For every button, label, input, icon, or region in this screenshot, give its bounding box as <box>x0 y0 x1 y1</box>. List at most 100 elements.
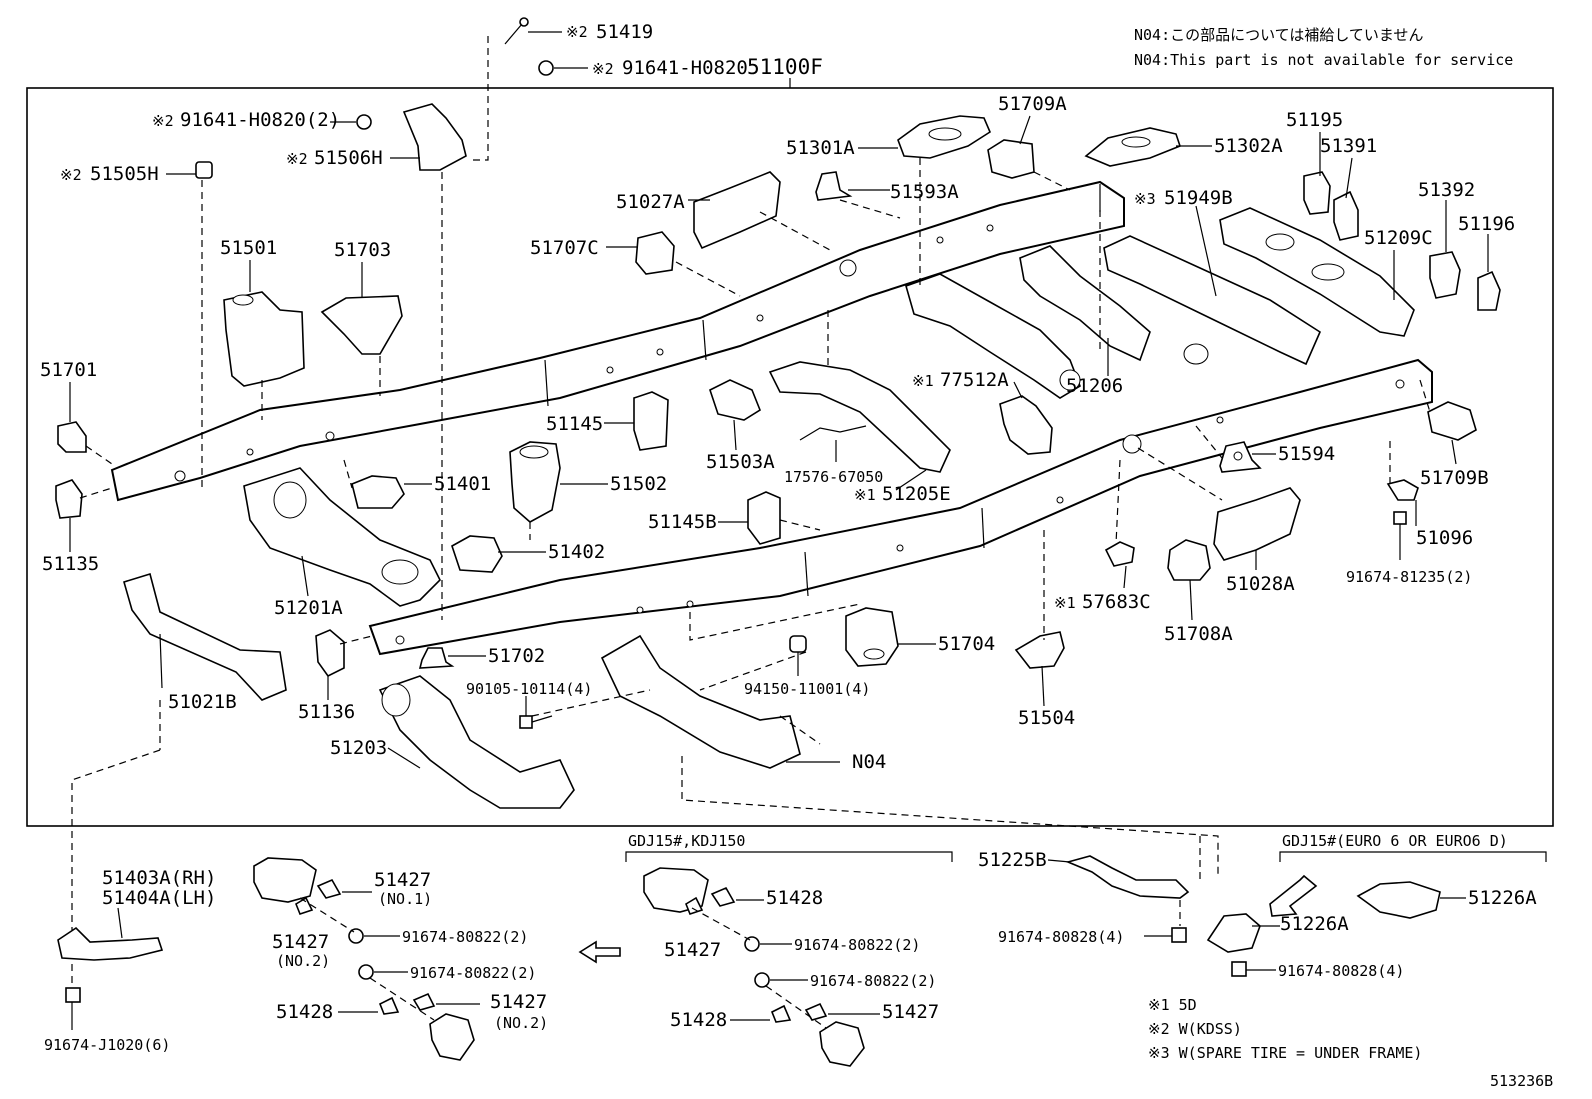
label-51593A[interactable]: 51593A <box>890 181 959 203</box>
left-frame-rail <box>110 180 1125 502</box>
label-77512A[interactable]: 77512A <box>940 369 1009 391</box>
label-51021B[interactable]: 51021B <box>168 691 237 713</box>
label-51135[interactable]: 51135 <box>42 553 99 575</box>
label-N04[interactable]: N04 <box>852 751 886 773</box>
bracket-77512A <box>999 395 1053 455</box>
label-91641-H0820[interactable]: 91641-H0820 <box>622 57 748 79</box>
label-91674-80822[interactable]: 91674-80822(2) <box>794 936 920 954</box>
nut-94150-11001 <box>789 635 807 653</box>
label-51391[interactable]: 51391 <box>1320 135 1377 157</box>
bracket-51593A <box>815 171 853 201</box>
label-51707C[interactable]: 51707C <box>530 237 599 259</box>
label-17576-67050[interactable]: 17576-67050 <box>784 468 883 486</box>
label-91641-H0820-2[interactable]: 91641-H0820(2) <box>180 109 340 131</box>
label-51594[interactable]: 51594 <box>1278 443 1335 465</box>
hose-17576-67050 <box>799 425 867 441</box>
mark-2: ※2 <box>592 60 614 78</box>
label-51203[interactable]: 51203 <box>330 737 387 759</box>
label-51196[interactable]: 51196 <box>1458 213 1515 235</box>
detail-group-gdj15-euro6: GDJ15#(EURO 6 OR EURO6 D) 51226A 51226A … <box>1206 832 1547 980</box>
label-51403A[interactable]: 51403A(RH) <box>102 867 216 889</box>
mark-3: ※3 <box>1134 190 1156 208</box>
cross-member-N04 <box>600 634 801 769</box>
label-91674-81235[interactable]: 91674-81235(2) <box>1346 568 1472 586</box>
label-51226A[interactable]: 51226A <box>1280 913 1349 935</box>
label-51402[interactable]: 51402 <box>548 541 605 563</box>
label-51506H[interactable]: 51506H <box>314 147 383 169</box>
cross-member-51949B <box>1103 235 1322 366</box>
legend-1: ※1 5D <box>1148 996 1197 1014</box>
label-51028A[interactable]: 51028A <box>1226 573 1295 595</box>
label-51428[interactable]: 51428 <box>766 887 823 909</box>
label-51702[interactable]: 51702 <box>488 645 545 667</box>
label-51404A[interactable]: 51404A(LH) <box>102 887 216 909</box>
note-n04-en: N04:This part is not available for servi… <box>1134 51 1513 69</box>
label-51136[interactable]: 51136 <box>298 701 355 723</box>
label-91674-80822[interactable]: 91674-80822(2) <box>402 928 528 946</box>
label-51504[interactable]: 51504 <box>1018 707 1075 729</box>
bracket-51402 <box>451 535 503 573</box>
label-51027A[interactable]: 51027A <box>616 191 685 213</box>
label-51427[interactable]: 51427 <box>272 931 329 953</box>
label-51501[interactable]: 51501 <box>220 237 277 259</box>
label-51427[interactable]: 51427 <box>374 869 431 891</box>
cross-member-51205E <box>768 361 951 473</box>
label-91674-80828[interactable]: 91674-80828(4) <box>998 928 1124 946</box>
label-90105-10114[interactable]: 90105-10114(4) <box>466 680 592 698</box>
bracket-51027A <box>693 171 781 250</box>
label-51145[interactable]: 51145 <box>546 413 603 435</box>
label-91674-80822[interactable]: 91674-80822(2) <box>810 972 936 990</box>
label-51205E[interactable]: 51205E <box>882 483 951 505</box>
label-51709B[interactable]: 51709B <box>1420 467 1489 489</box>
label-57683C[interactable]: 57683C <box>1082 591 1151 613</box>
bracket-51302A <box>1084 127 1181 167</box>
label-51709A[interactable]: 51709A <box>998 93 1067 115</box>
detail-group-left: 51427 (NO.1) 51427 (NO.2) 91674-80822(2)… <box>253 857 548 1061</box>
bracket-51195 <box>1303 171 1331 215</box>
label-51703[interactable]: 51703 <box>334 239 391 261</box>
label-51301A[interactable]: 51301A <box>786 137 855 159</box>
bracket-51502 <box>509 441 561 523</box>
legend: ※1 5D ※2 W(KDSS) ※3 W(SPARE TIRE = UNDER… <box>1148 996 1422 1062</box>
label-91674-J1020[interactable]: 91674-J1020(6) <box>44 1036 170 1054</box>
bracket-51504 <box>1014 631 1065 669</box>
label-51502[interactable]: 51502 <box>610 473 667 495</box>
label-51096[interactable]: 51096 <box>1416 527 1473 549</box>
label-51949B[interactable]: 51949B <box>1164 187 1233 209</box>
label-51427[interactable]: 51427 <box>490 991 547 1013</box>
label-51503A[interactable]: 51503A <box>706 451 775 473</box>
label-51427[interactable]: 51427 <box>664 939 721 961</box>
label-51505H[interactable]: 51505H <box>90 163 159 185</box>
bolt-51419 <box>504 17 529 45</box>
label-51708A[interactable]: 51708A <box>1164 623 1233 645</box>
label-51427[interactable]: 51427 <box>882 1001 939 1023</box>
label-51701[interactable]: 51701 <box>40 359 97 381</box>
label-51195[interactable]: 51195 <box>1286 109 1343 131</box>
label-51145B[interactable]: 51145B <box>648 511 717 533</box>
label-51428[interactable]: 51428 <box>276 1001 333 1023</box>
label-91674-80822[interactable]: 91674-80822(2) <box>410 964 536 982</box>
label-94150-11001[interactable]: 94150-11001(4) <box>744 680 870 698</box>
diagram-code: 513236B <box>1490 1072 1553 1090</box>
label-51225B[interactable]: 51225B <box>978 849 1047 871</box>
label-51419[interactable]: 51419 <box>596 21 653 43</box>
bracket-51028A <box>1213 487 1301 561</box>
bracket-51135 <box>55 479 83 519</box>
label-51392[interactable]: 51392 <box>1418 179 1475 201</box>
label-51209C[interactable]: 51209C <box>1364 227 1433 249</box>
label-51100F[interactable]: 51100F <box>747 55 823 79</box>
label-51401[interactable]: 51401 <box>434 473 491 495</box>
mark-1: ※1 <box>912 372 934 390</box>
right-frame-rail <box>368 358 1433 656</box>
label-91674-80828[interactable]: 91674-80828(4) <box>1278 962 1404 980</box>
label-51704[interactable]: 51704 <box>938 633 995 655</box>
label-51302A[interactable]: 51302A <box>1214 135 1283 157</box>
group-label-gdj15-euro6: GDJ15#(EURO 6 OR EURO6 D) <box>1282 832 1508 850</box>
label-51201A[interactable]: 51201A <box>274 597 343 619</box>
label-51428[interactable]: 51428 <box>670 1009 727 1031</box>
mark-1: ※1 <box>854 486 876 504</box>
mark-2: ※2 <box>566 23 588 41</box>
label-51206[interactable]: 51206 <box>1066 375 1123 397</box>
label-51226A-b[interactable]: 51226A <box>1468 887 1537 909</box>
legend-2: ※2 W(KDSS) <box>1148 1020 1242 1038</box>
